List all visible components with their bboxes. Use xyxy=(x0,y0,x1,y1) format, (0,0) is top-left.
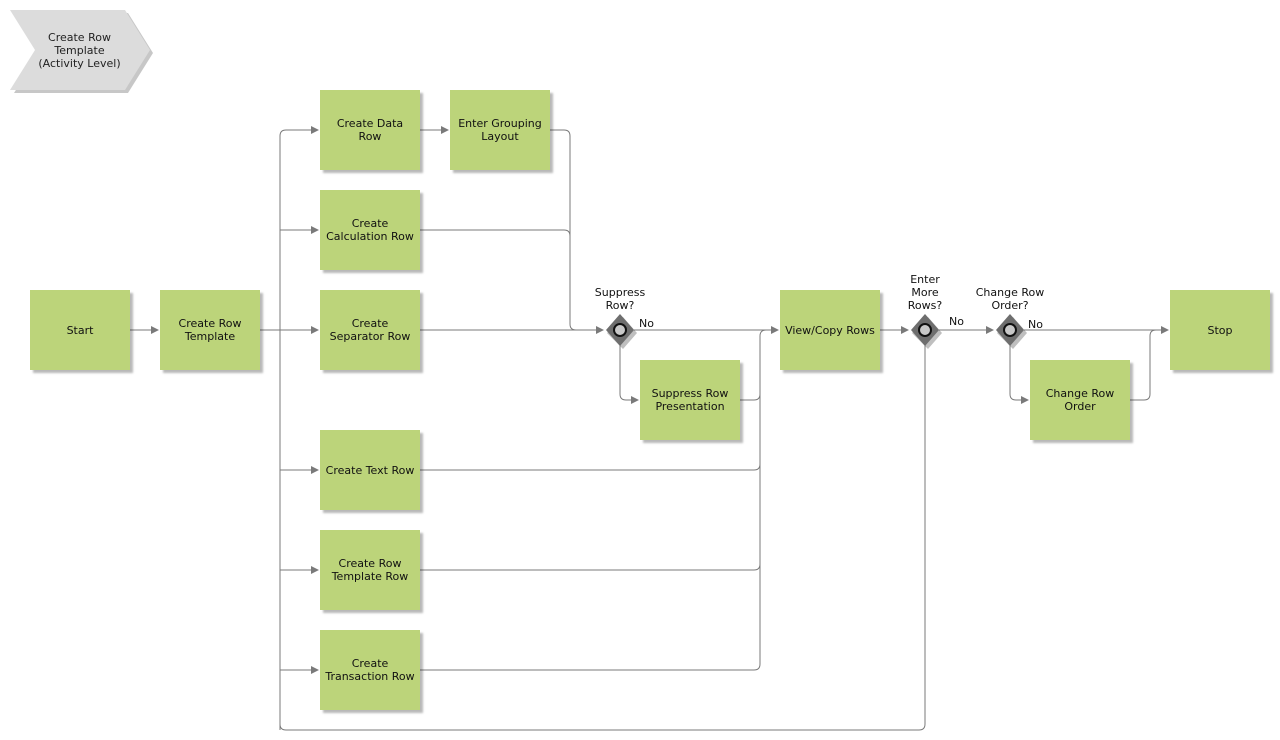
gateway-enter-more-rows-circle xyxy=(918,323,932,337)
gateway-suppress-row-label: Suppress Row? xyxy=(594,286,646,312)
node-create-data-row[interactable]: Create Data Row xyxy=(320,90,420,170)
node-create-text-row[interactable]: Create Text Row xyxy=(320,430,420,510)
edge-change-order-return xyxy=(1130,329,1157,401)
edge-row-template-row-to-collector xyxy=(420,464,761,571)
node-suppress-row-presentation[interactable]: Suppress Row Presentation xyxy=(640,360,740,440)
node-create-row-template-row[interactable]: Create Row Template Row xyxy=(320,530,420,610)
diagram-title: Create Row Template (Activity Level) xyxy=(38,30,121,70)
gateway-suppress-row xyxy=(606,314,637,349)
gateway-change-row-order-label: Change Row Order? xyxy=(975,286,1045,312)
node-create-row-template[interactable]: Create Row Template xyxy=(160,290,260,370)
title-chevron xyxy=(10,10,150,90)
edge-change-order-yes xyxy=(1009,344,1029,404)
edge-label-enter-more-no: No xyxy=(949,315,964,328)
gateway-change-row-order xyxy=(996,314,1027,349)
edge-label-suppress-no: No xyxy=(639,317,654,330)
node-create-separator-row[interactable]: Create Separator Row xyxy=(320,290,420,370)
edge-enter-more-loop xyxy=(279,344,926,731)
edge-label-change-order-no: No xyxy=(1028,318,1043,331)
edge-calculation-to-merge xyxy=(420,229,571,237)
node-change-row-order[interactable]: Change Row Order xyxy=(1030,360,1130,440)
edge-collector-vertical xyxy=(740,329,767,401)
node-create-calculation-row[interactable]: Create Calculation Row xyxy=(320,190,420,270)
edge-branch-vertical xyxy=(279,129,287,730)
node-enter-grouping-layout[interactable]: Enter Grouping Layout xyxy=(450,90,550,170)
gateway-change-row-order-circle xyxy=(1003,323,1017,337)
edge-transaction-row-to-collector xyxy=(420,564,761,671)
gateway-enter-more-rows-label: Enter More Rows? xyxy=(907,273,943,312)
edge-grouping-to-merge xyxy=(550,129,577,331)
node-view-copy-rows[interactable]: View/Copy Rows xyxy=(780,290,880,370)
gateway-suppress-row-circle xyxy=(613,323,627,337)
edge-suppress-yes xyxy=(619,344,639,404)
node-stop[interactable]: Stop xyxy=(1170,290,1270,370)
gateway-enter-more-rows xyxy=(911,314,942,349)
node-start[interactable]: Start xyxy=(30,290,130,370)
node-create-transaction-row[interactable]: Create Transaction Row xyxy=(320,630,420,710)
